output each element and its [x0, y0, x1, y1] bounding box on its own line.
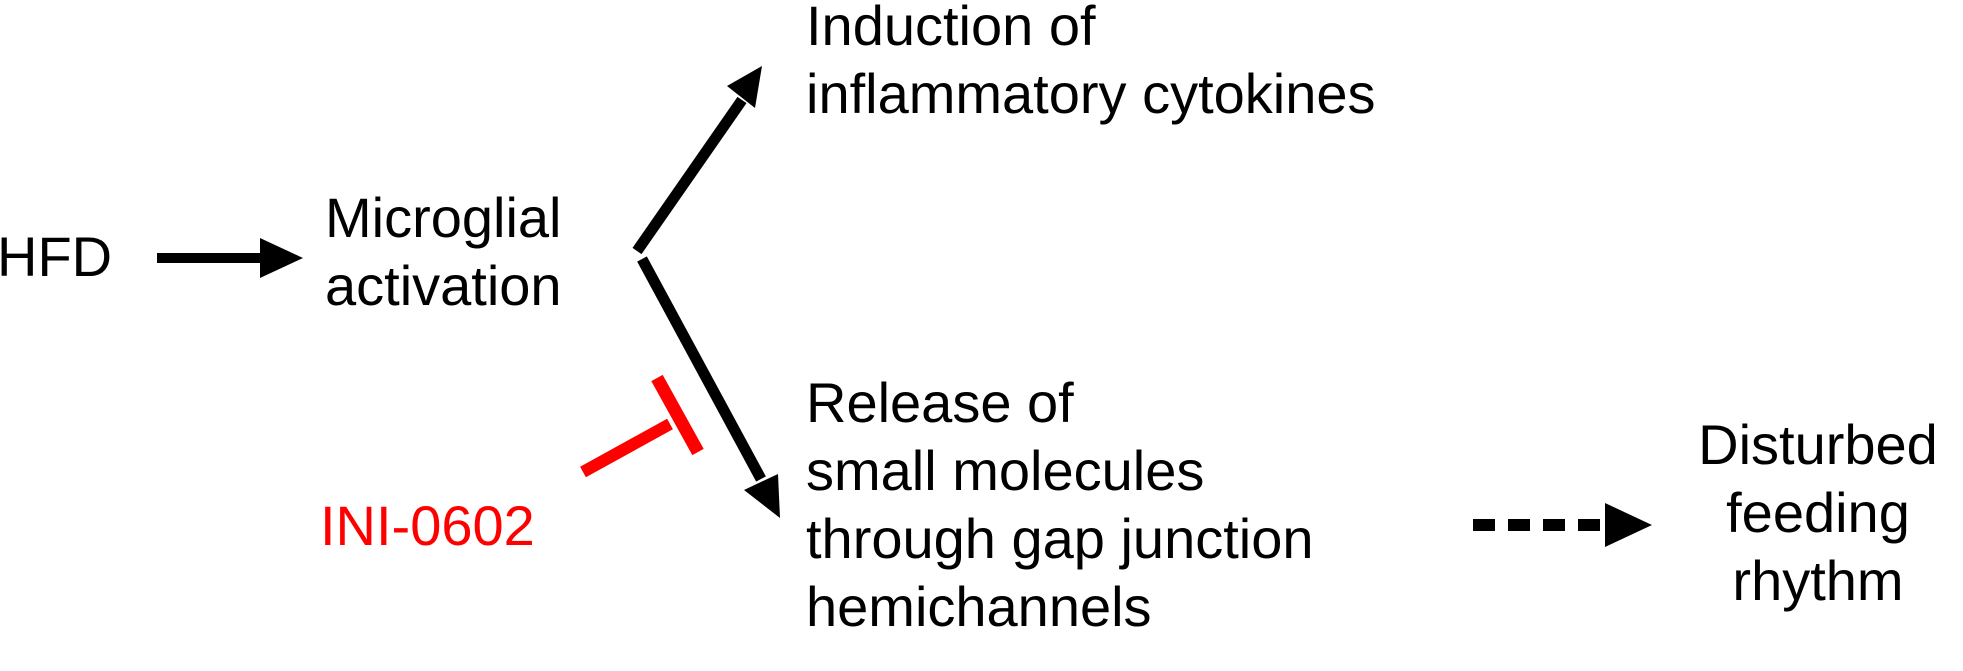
edge-release-to-outcome: [1473, 503, 1652, 547]
edge-inhibitor-to-release: [580, 374, 704, 478]
node-microglial-activation: Microglial activation: [325, 184, 562, 320]
edge-microglia-to-release: [637, 256, 780, 518]
node-inhibitor-line: INI-0602: [320, 494, 535, 557]
node-induction-line-2: inflammatory cytokines: [806, 62, 1376, 125]
node-hfd-line: HFD: [0, 225, 113, 288]
node-induction: Induction of inflammatory cytokines: [806, 0, 1376, 128]
node-induction-line-1: Induction of: [806, 0, 1096, 57]
node-release: Release of small molecules through gap j…: [806, 369, 1314, 641]
node-release-line-2: small molecules: [806, 439, 1205, 502]
node-hfd: HFD: [0, 223, 112, 291]
node-outcome-line-2: feeding: [1726, 481, 1910, 544]
edge-hfd-to-microglia: [157, 238, 303, 278]
node-release-line-4: hemichannels: [806, 575, 1152, 638]
node-microglial-line-1: Microglial: [325, 186, 562, 249]
node-outcome-line-3: rhythm: [1732, 549, 1904, 612]
node-outcome: Disturbed feeding rhythm: [1673, 411, 1963, 615]
node-outcome-line-1: Disturbed: [1698, 413, 1938, 476]
node-release-line-3: through gap junction: [806, 507, 1314, 570]
node-microglial-line-2: activation: [325, 254, 562, 317]
node-release-line-1: Release of: [806, 371, 1074, 434]
node-inhibitor: INI-0602: [320, 492, 535, 560]
edge-microglia-to-induction: [632, 66, 762, 255]
